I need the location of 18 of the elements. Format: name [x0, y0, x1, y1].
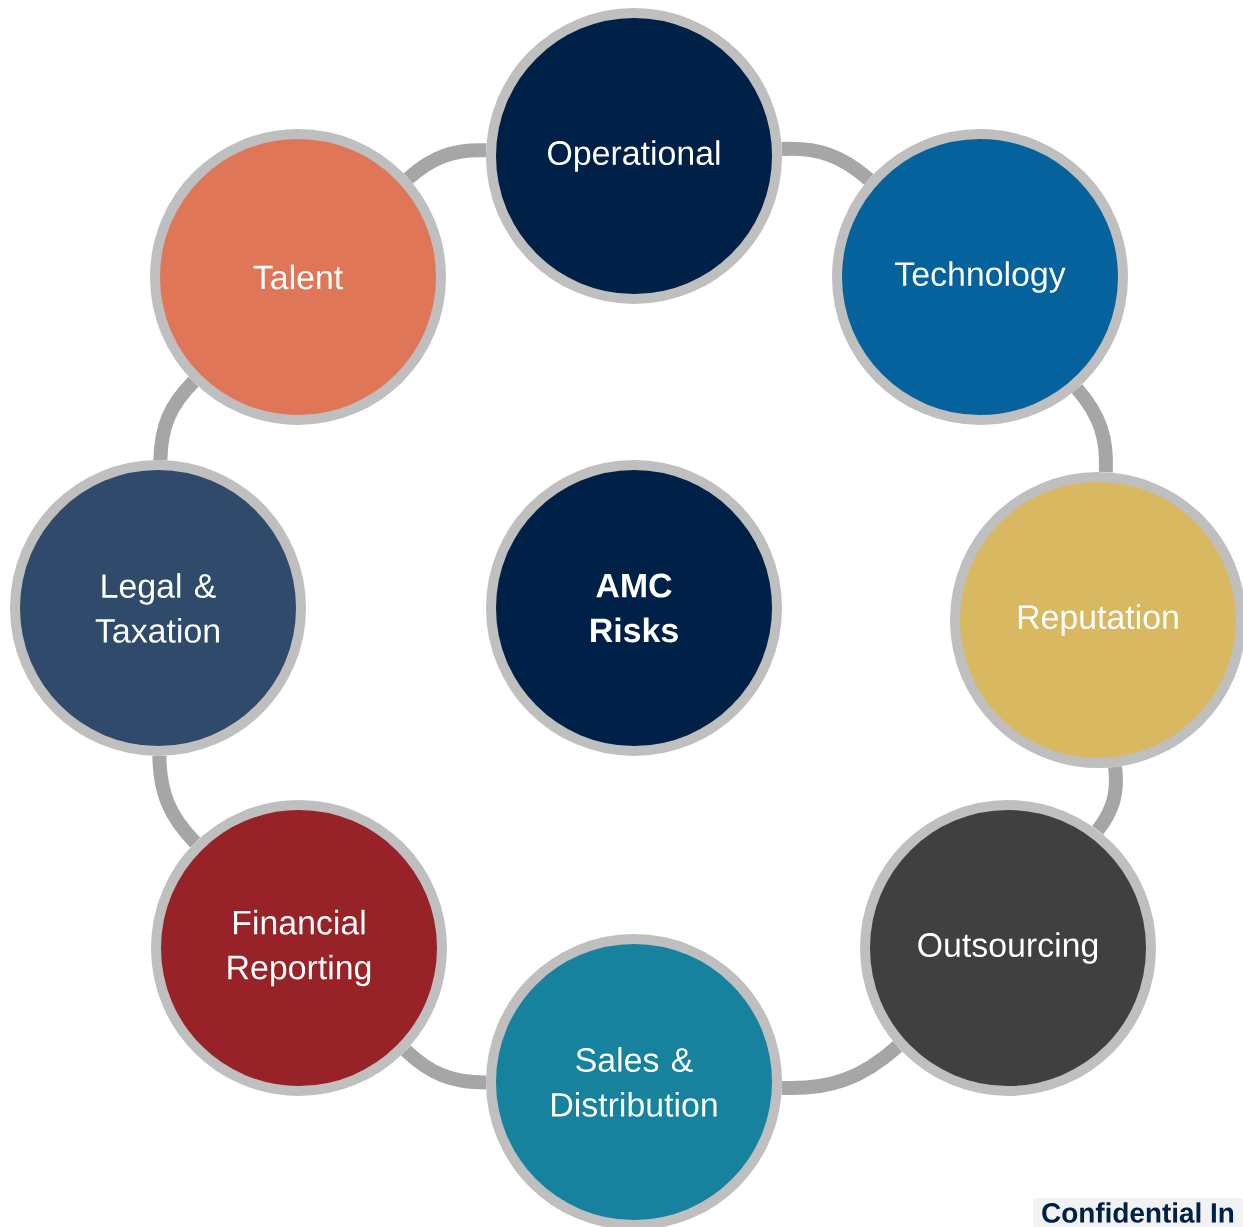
- circle-node: AMC Risks: [486, 460, 782, 756]
- footer-note: Confidential In: [1033, 1198, 1243, 1227]
- ring-connector: [401, 1045, 487, 1090]
- circle-node: Reputation: [950, 472, 1243, 768]
- circle-node: Outsourcing: [860, 800, 1156, 1096]
- circle-node: Legal & Taxation: [10, 460, 306, 756]
- ring-connector: [152, 755, 201, 848]
- ring-connector: [403, 143, 487, 184]
- circle-node: Sales & Distribution: [486, 934, 782, 1227]
- ring-connector: [1092, 766, 1123, 835]
- ring-connector: [153, 376, 199, 461]
- circle-node: Operational: [486, 8, 782, 304]
- circle-node: Talent: [150, 129, 446, 425]
- ring-connector: [781, 141, 874, 185]
- circle-node: Financial Reporting: [151, 800, 447, 1096]
- circle-node: Technology: [832, 129, 1128, 425]
- ring-connector: [781, 1041, 903, 1096]
- ring-connector: [1071, 384, 1114, 473]
